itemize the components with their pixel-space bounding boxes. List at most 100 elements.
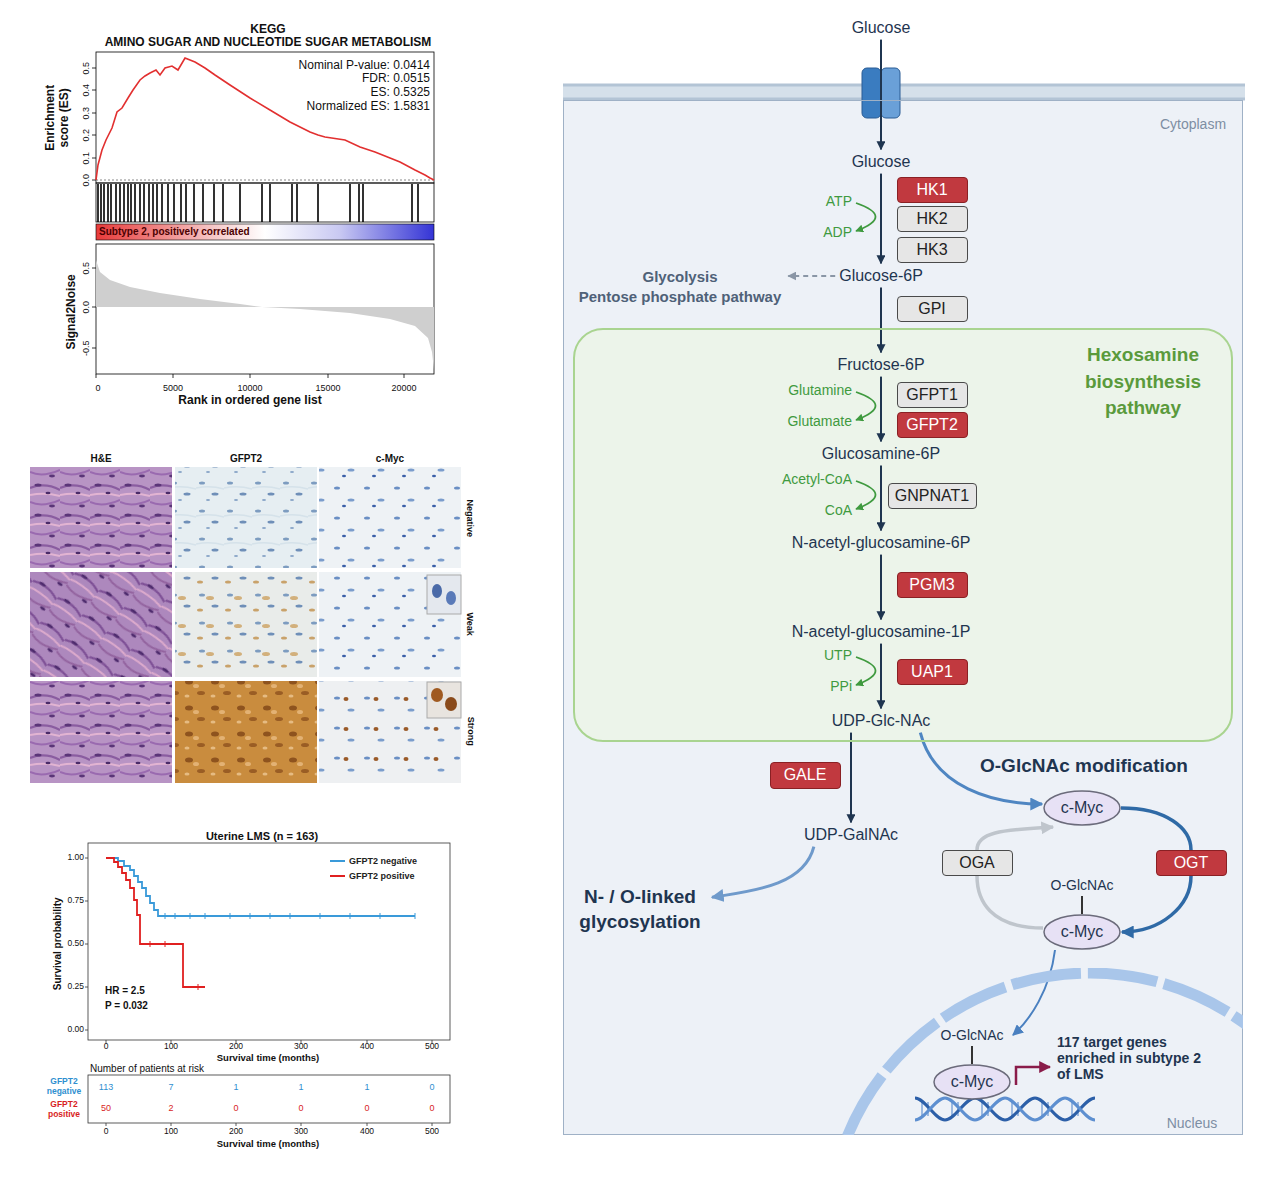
axis-title: Survival time (months) [217, 1139, 319, 1150]
rank-gradient [96, 224, 434, 240]
tick-label-text: 0.50 [67, 938, 84, 948]
enzyme-box: GALE [770, 762, 841, 789]
tick-label-text: 0.2 [81, 129, 91, 142]
metabolite: UDP-Glc-NAc [828, 709, 935, 732]
table-cell: 2 [168, 1103, 173, 1113]
table-cell-text: 1 [298, 1082, 303, 1092]
nucleus-cell [446, 591, 456, 605]
metabolite: Glucose [848, 16, 915, 39]
edge-label: O-GlcNAc modification [977, 755, 1191, 777]
tick-marks [96, 374, 404, 378]
column-header-text: GFPT2 [230, 453, 262, 464]
connector [850, 733, 852, 823]
protein-oval: c-Myc [1043, 790, 1121, 826]
tick-label: 0.75 [67, 896, 84, 906]
cofactor-label-text: ATP [826, 193, 852, 209]
metabolite: Glucose-6P [835, 264, 927, 287]
connector [788, 275, 835, 277]
axis-title: Survival time (months) [217, 1053, 319, 1064]
enzyme-label: GFPT2 [906, 416, 958, 434]
tick-label-text: 0.0 [81, 301, 91, 314]
legend-text: GFPT2 positive [349, 871, 415, 881]
axis-title-text: Survival time (months) [217, 1138, 319, 1149]
risk-table-frame [88, 1075, 450, 1123]
plot-frame [96, 244, 434, 374]
tick-label: 0.2 [81, 129, 91, 142]
tick-label-text: 300 [294, 1041, 308, 1051]
stat-text: Nominal P-value: 0.0414 [299, 59, 430, 73]
cofactor-label-text: Glutamate [787, 413, 852, 429]
survival-curve [106, 858, 205, 987]
tick-label: 0 [104, 1042, 109, 1052]
enzyme-box: GFPT2 [897, 412, 968, 438]
note-text-text: 117 target genes enriched in subtype 2 o… [1057, 1034, 1201, 1082]
table-cell: 113 [99, 1082, 113, 1092]
bar-label-text: Subtype 2, positively correlated [99, 226, 250, 237]
edge-label-text: O-GlcNAc modification [980, 755, 1188, 776]
table-cell-text: 113 [99, 1082, 113, 1092]
table-title: Number of patients at risk [90, 1063, 204, 1075]
legend-line [330, 875, 345, 877]
panel-title-text: Hexosamine biosynthesis pathway [1085, 344, 1201, 418]
enzyme-box: OGA [942, 850, 1013, 876]
axis-title: Signal2Noise [65, 274, 79, 349]
transcription-arrow [1016, 1067, 1050, 1085]
tick-label: 0.3 [81, 107, 91, 120]
metabolite: N-acetyl-glucosamine-1P [788, 620, 975, 643]
chart-title: AMINO SUGAR AND NUCLEOTIDE SUGAR METABOL… [105, 36, 432, 50]
pathway-region: Hexosamine biosynthesis pathwayFructose-… [573, 328, 1233, 742]
connector [880, 555, 882, 620]
cofactor-label-text: UTP [824, 647, 852, 663]
protein-label: c-Myc [1061, 923, 1104, 941]
tick-label-text: 0.4 [81, 84, 91, 97]
tick-marks [92, 68, 96, 180]
tick-label: 1.00 [67, 853, 84, 863]
pathway-fill [574, 329, 1232, 741]
tick-label: 0.1 [81, 152, 91, 165]
cofactor-label-text: Glutamine [788, 382, 852, 398]
tick-label: -0.5 [81, 340, 91, 356]
metabolite: UDP-GalNAc [800, 823, 902, 846]
stat-text: ES: 0.5325 [371, 86, 430, 100]
axis-title-text: Rank in ordered gene list [178, 393, 321, 407]
hits-frame [96, 183, 434, 222]
tick-label: 300 [294, 1042, 308, 1052]
tick-label-text: 0.5 [81, 62, 91, 75]
enzyme-box: GFPT1 [897, 382, 968, 408]
panel-title: Nucleus [1167, 1115, 1218, 1131]
row-label-text: Weak [465, 612, 475, 635]
tick-label-text: 300 [294, 1126, 308, 1136]
membrane [563, 84, 1245, 100]
nucleus-cell [445, 697, 457, 711]
connector [880, 288, 882, 353]
table-cell-text: 0 [429, 1082, 434, 1092]
table-cell-text: 0 [364, 1103, 369, 1113]
metabolite-text: N-acetyl-glucosamine-6P [792, 533, 971, 552]
tick-label-text: 100 [164, 1041, 178, 1051]
enzyme-box: HK2 [897, 206, 968, 232]
metabolite-text: Glucose [852, 152, 911, 171]
column-header: H&E [90, 453, 111, 465]
stat-text-text: Nominal P-value: 0.0414 [299, 58, 430, 72]
tick-marks [85, 858, 88, 1030]
cofactor-arrow [856, 481, 876, 509]
connector [880, 377, 882, 442]
process-label: N- / O-linked glycosylation [570, 883, 710, 936]
table-cell: 0 [429, 1082, 434, 1092]
tick-label: 20000 [391, 383, 416, 393]
stat-text-text: Normalized ES: 1.5831 [307, 99, 430, 113]
protein-oval: c-Myc [1043, 914, 1121, 950]
tick-label: 400 [360, 1127, 374, 1137]
km-plot [85, 843, 450, 1126]
row-label: GFPT2 positive [42, 1100, 87, 1120]
tick-label-text: 200 [229, 1126, 243, 1136]
enzyme-label: OGT [1174, 854, 1209, 872]
legend-text-text: GFPT2 positive [349, 871, 415, 881]
table-cell: 1 [233, 1082, 238, 1092]
tick-label: 0.5 [81, 62, 91, 75]
stat-text-text: FDR: 0.0515 [362, 71, 430, 85]
chart-title: Uterine LMS (n = 163) [206, 830, 318, 843]
connector [977, 827, 1053, 928]
pathway-label-text: Pentose phosphate pathway [579, 287, 782, 307]
protein-oval: c-Myc [933, 1064, 1011, 1100]
